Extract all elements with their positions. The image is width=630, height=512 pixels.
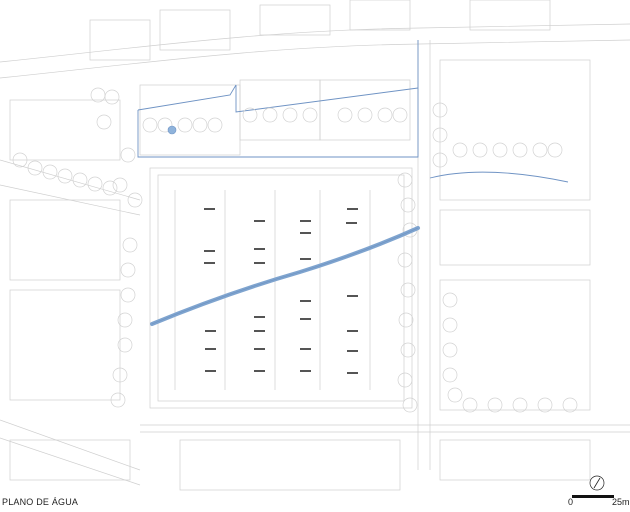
plan-caption: PLANO DE ÁGUA	[2, 497, 79, 507]
bench	[254, 370, 265, 372]
tree-icon	[397, 372, 413, 388]
tree-icon	[122, 237, 138, 253]
tree-icon	[242, 107, 258, 123]
tree-icon	[112, 177, 128, 193]
fountain	[167, 125, 177, 135]
tree-icon	[337, 107, 353, 123]
tree-icon	[512, 397, 528, 413]
bench	[254, 262, 265, 264]
tree-icon	[562, 397, 578, 413]
tree-icon	[392, 107, 408, 123]
tree-icon	[442, 367, 458, 383]
tree-icon	[487, 397, 503, 413]
tree-icon	[532, 142, 548, 158]
street-grid	[0, 0, 630, 491]
bench	[254, 348, 265, 350]
trees	[12, 87, 578, 413]
tree-icon	[447, 387, 463, 403]
tree-icon	[57, 168, 73, 184]
scale-bar	[572, 495, 614, 498]
bench	[347, 208, 358, 210]
tree-icon	[472, 142, 488, 158]
tree-icon	[537, 397, 553, 413]
tree-icon	[117, 312, 133, 328]
bench	[300, 318, 311, 320]
tree-icon	[104, 89, 120, 105]
tree-icon	[102, 180, 118, 196]
tree-icon	[442, 342, 458, 358]
tree-icon	[120, 287, 136, 303]
tree-icon	[142, 117, 158, 133]
bench	[300, 370, 311, 372]
tree-icon	[397, 252, 413, 268]
tree-icon	[262, 107, 278, 123]
tree-icon	[87, 176, 103, 192]
bench	[300, 220, 311, 222]
tree-icon	[452, 142, 468, 158]
tree-icon	[120, 147, 136, 163]
bench	[204, 250, 215, 252]
bench	[204, 208, 215, 210]
tree-icon	[432, 152, 448, 168]
tree-icon	[207, 117, 223, 133]
site-boundary	[137, 40, 569, 183]
tree-icon	[120, 262, 136, 278]
water-channel	[150, 226, 420, 326]
tree-icon	[112, 367, 128, 383]
tree-icon	[397, 172, 413, 188]
tree-icon	[462, 397, 478, 413]
tree-icon	[302, 107, 318, 123]
bench	[347, 350, 358, 352]
tree-icon	[27, 160, 43, 176]
bench	[205, 348, 216, 350]
tree-icon	[282, 107, 298, 123]
tree-icon	[117, 337, 133, 353]
tree-icon	[400, 197, 416, 213]
tree-icon	[177, 117, 193, 133]
tree-icon	[110, 392, 126, 408]
bench	[204, 262, 215, 264]
tree-icon	[432, 127, 448, 143]
tree-icon	[432, 102, 448, 118]
tree-icon	[357, 107, 373, 123]
bench	[205, 330, 216, 332]
tree-icon	[377, 107, 393, 123]
scale-end-label: 25m	[612, 497, 630, 507]
bench	[347, 330, 358, 332]
bench	[300, 258, 311, 260]
bench	[300, 348, 311, 350]
bench	[254, 248, 265, 250]
benches	[204, 208, 358, 374]
tree-icon	[400, 342, 416, 358]
bench	[347, 295, 358, 297]
tree-icon	[492, 142, 508, 158]
bench	[254, 330, 265, 332]
bench	[346, 222, 357, 224]
tree-icon	[127, 192, 143, 208]
north-arrow-icon	[589, 475, 605, 491]
scale-start-label: 0	[568, 497, 574, 507]
bench	[254, 316, 265, 318]
bench	[347, 372, 358, 374]
tree-icon	[12, 152, 28, 168]
bench	[300, 232, 311, 234]
tree-icon	[442, 292, 458, 308]
tree-icon	[96, 114, 112, 130]
tree-icon	[192, 117, 208, 133]
tree-icon	[42, 164, 58, 180]
water-channel-outline	[151, 227, 419, 325]
tree-icon	[398, 312, 414, 328]
tree-icon	[402, 397, 418, 413]
bench	[254, 220, 265, 222]
tree-icon	[400, 282, 416, 298]
bench	[205, 370, 216, 372]
tree-icon	[442, 317, 458, 333]
tree-icon	[72, 172, 88, 188]
tree-icon	[547, 142, 563, 158]
tree-icon	[512, 142, 528, 158]
bench	[300, 300, 311, 302]
tree-icon	[157, 117, 173, 133]
